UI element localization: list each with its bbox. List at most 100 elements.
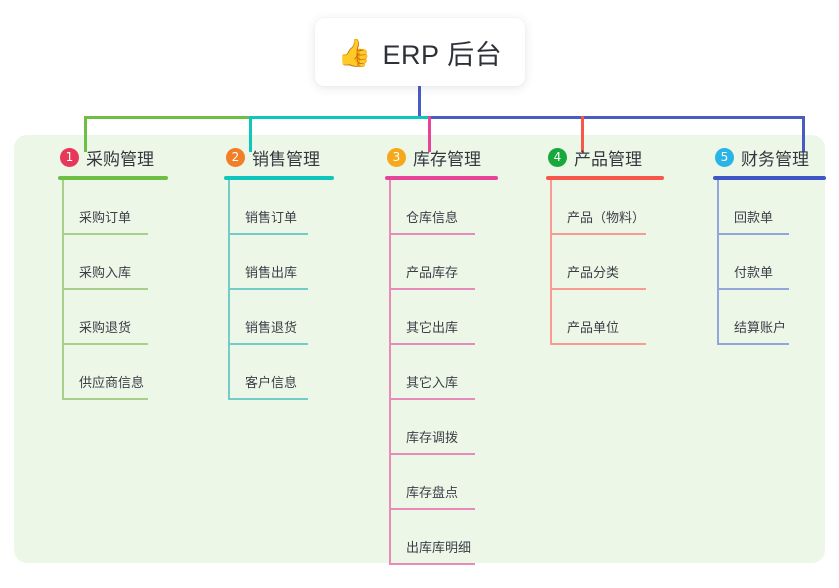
leaf-item-label: 其它出库 [406, 320, 459, 335]
leaf-item-label: 产品分类 [567, 265, 620, 280]
leaf-item-rule [389, 398, 475, 400]
leaf-item-label: 结算账户 [734, 320, 787, 335]
leaf-item[interactable]: 产品分类 [524, 235, 689, 290]
column-header-purchase[interactable]: 1 采购管理 [36, 145, 196, 169]
leaf-item[interactable]: 仓库信息 [363, 180, 523, 235]
leaf-item-rule [62, 398, 148, 400]
column-items-finance: 回款单付款单结算账户 [691, 180, 831, 345]
connector-stem [418, 86, 421, 118]
leaf-item-label: 产品库存 [406, 265, 459, 280]
column-header-rule-product [546, 176, 664, 180]
leaf-item[interactable]: 供应商信息 [36, 345, 196, 400]
leaf-item-rule [228, 398, 308, 400]
leaf-item[interactable]: 产品库存 [363, 235, 523, 290]
leaf-item-rule [389, 508, 475, 510]
column-badge-sales: 2 [226, 147, 245, 167]
column-spine-product [550, 180, 552, 345]
column-badge-product: 4 [548, 147, 567, 167]
leaf-item-rule [550, 233, 646, 235]
leaf-item[interactable]: 结算账户 [691, 290, 831, 345]
leaf-item-rule [717, 288, 789, 290]
leaf-item[interactable]: 销售出库 [202, 235, 362, 290]
leaf-item-rule [389, 288, 475, 290]
leaf-item[interactable]: 产品（物料） [524, 180, 689, 235]
leaf-item-label: 付款单 [734, 265, 774, 280]
leaf-item[interactable]: 付款单 [691, 235, 831, 290]
leaf-item-label: 库存盘点 [406, 485, 459, 500]
column-items-product: 产品（物料） 产品分类产品单位 [524, 180, 689, 345]
column-title-product: 产品管理 [574, 149, 642, 169]
column-purchase: 1 采购管理采购订单采购入库采购退货供应商信息 [36, 145, 196, 400]
leaf-item-rule [228, 343, 308, 345]
leaf-item-label: 仓库信息 [406, 210, 459, 225]
column-title-sales: 销售管理 [252, 149, 320, 169]
connector-drop-finance [802, 116, 805, 152]
leaf-item-rule [389, 453, 475, 455]
leaf-item[interactable]: 其它出库 [363, 290, 523, 345]
leaf-item-label: 回款单 [734, 210, 774, 225]
leaf-item-rule [228, 288, 308, 290]
diagram-background-panel [14, 135, 825, 563]
leaf-item[interactable]: 其它入库 [363, 345, 523, 400]
leaf-item-label: 采购退货 [79, 320, 132, 335]
leaf-item-label: 供应商信息 [79, 375, 145, 390]
column-spine-sales [228, 180, 230, 400]
column-header-rule-finance [713, 176, 826, 180]
column-spine-inventory [389, 180, 391, 565]
leaf-item-rule [550, 343, 646, 345]
column-header-sales[interactable]: 2 销售管理 [202, 145, 362, 169]
leaf-item[interactable]: 销售退货 [202, 290, 362, 345]
connector-bus-purchase [84, 116, 251, 119]
leaf-item-rule [389, 343, 475, 345]
leaf-item[interactable]: 库存调拨 [363, 400, 523, 455]
leaf-item[interactable]: 库存盘点 [363, 455, 523, 510]
column-title-inventory: 库存管理 [413, 149, 481, 169]
leaf-item[interactable]: 客户信息 [202, 345, 362, 400]
leaf-item-label: 采购入库 [79, 265, 132, 280]
connector-drop-purchase [84, 116, 87, 152]
column-badge-finance: 5 [715, 147, 734, 167]
leaf-item-rule [62, 343, 148, 345]
leaf-item-label: 销售出库 [245, 265, 298, 280]
root-title: ERP 后台 [382, 39, 503, 70]
leaf-item-rule [389, 563, 475, 565]
leaf-item[interactable]: 采购退货 [36, 290, 196, 345]
leaf-item-rule [717, 233, 789, 235]
leaf-item-label: 其它入库 [406, 375, 459, 390]
connector-bus-sales [249, 116, 430, 119]
column-spine-purchase [62, 180, 64, 400]
leaf-item-label: 客户信息 [245, 375, 298, 390]
leaf-item-rule [62, 233, 148, 235]
leaf-item-label: 采购订单 [79, 210, 132, 225]
column-sales: 2 销售管理销售订单销售出库销售退货客户信息 [202, 145, 362, 400]
connector-drop-sales [249, 116, 252, 152]
connector-drop-product [581, 116, 584, 152]
leaf-item-rule [228, 233, 308, 235]
leaf-item-label: 出库库明细 [406, 540, 472, 555]
column-header-rule-purchase [58, 176, 168, 180]
thumbs-up-icon: 👍 [337, 37, 372, 68]
column-title-purchase: 采购管理 [86, 149, 154, 169]
leaf-item[interactable]: 销售订单 [202, 180, 362, 235]
leaf-item-rule [717, 343, 789, 345]
leaf-item[interactable]: 产品单位 [524, 290, 689, 345]
leaf-item[interactable]: 采购入库 [36, 235, 196, 290]
leaf-item-label: 销售退货 [245, 320, 298, 335]
leaf-item[interactable]: 回款单 [691, 180, 831, 235]
column-badge-purchase: 1 [60, 147, 79, 167]
leaf-item[interactable]: 采购订单 [36, 180, 196, 235]
leaf-item-label: 产品（物料） [567, 210, 646, 225]
leaf-item-rule [389, 233, 475, 235]
root-node[interactable]: 👍 ERP 后台 [315, 18, 525, 86]
connector-bus-right [428, 116, 805, 119]
column-header-product[interactable]: 4 产品管理 [524, 145, 689, 169]
column-items-sales: 销售订单销售出库销售退货客户信息 [202, 180, 362, 400]
leaf-item[interactable]: 出库库明细 [363, 510, 523, 565]
leaf-item-label: 库存调拨 [406, 430, 459, 445]
leaf-item-rule [62, 288, 148, 290]
column-header-rule-inventory [385, 176, 498, 180]
